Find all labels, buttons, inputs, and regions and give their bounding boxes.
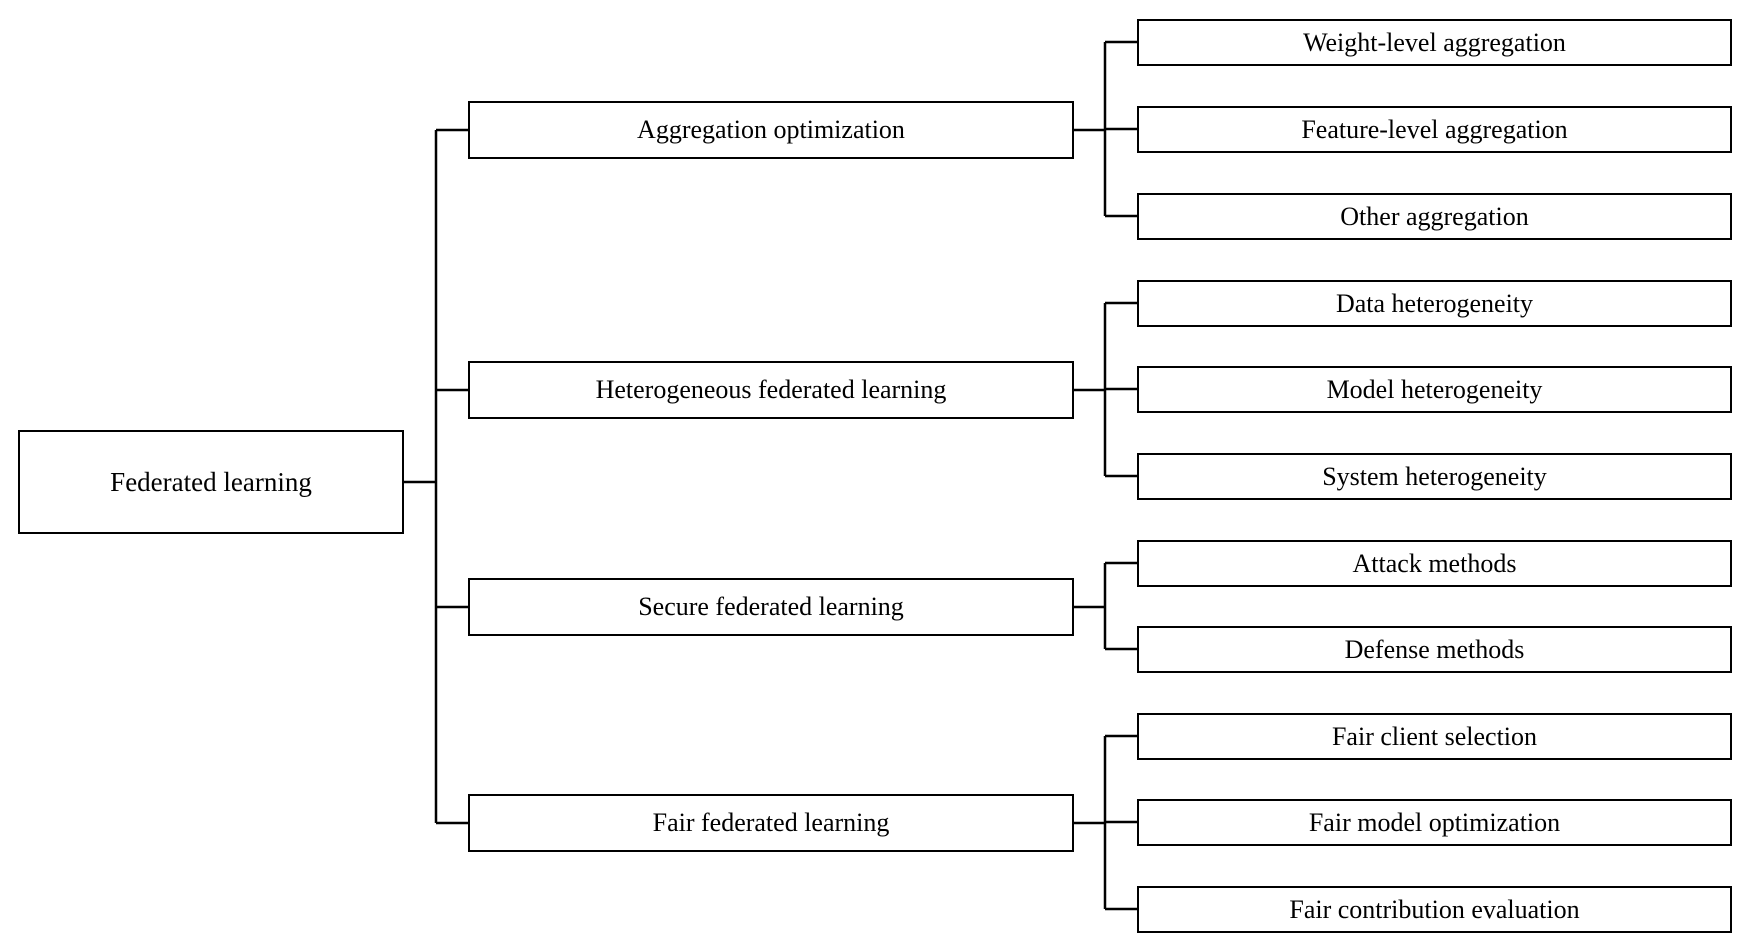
leaf-label: Feature-level aggregation xyxy=(1301,114,1568,144)
category-label: Aggregation optimization xyxy=(637,115,905,144)
leaf-label: Attack methods xyxy=(1352,548,1517,578)
leaf-node: Data heterogeneity xyxy=(1137,280,1732,327)
leaf-label: Weight-level aggregation xyxy=(1303,27,1566,57)
leaf-label: Fair client selection xyxy=(1331,721,1538,751)
category-node-aggregation: Aggregation optimization xyxy=(468,101,1074,159)
leaf-node: Fair client selection xyxy=(1137,713,1732,760)
leaf-node: Other aggregation xyxy=(1137,193,1732,240)
root-node: Federated learning xyxy=(18,430,404,534)
category-node-heterogeneous: Heterogeneous federated learning xyxy=(468,361,1074,419)
leaf-label: Defense methods xyxy=(1344,634,1525,664)
category-label: Secure federated learning xyxy=(638,592,904,621)
category-label: Fair federated learning xyxy=(652,808,890,837)
leaf-node: Defense methods xyxy=(1137,626,1732,673)
leaf-label: Model heterogeneity xyxy=(1326,374,1543,404)
root-label: Federated learning xyxy=(110,466,312,497)
leaf-node: Feature-level aggregation xyxy=(1137,106,1732,153)
leaf-label: Other aggregation xyxy=(1340,201,1529,231)
leaf-node: Weight-level aggregation xyxy=(1137,19,1732,66)
leaf-label: Fair contribution evaluation xyxy=(1289,894,1580,924)
leaf-label: System heterogeneity xyxy=(1322,461,1547,491)
leaf-label: Fair model optimization xyxy=(1308,807,1561,837)
leaf-node: System heterogeneity xyxy=(1137,453,1732,500)
leaf-node: Attack methods xyxy=(1137,540,1732,587)
leaf-node: Fair model optimization xyxy=(1137,799,1732,846)
leaf-node: Model heterogeneity xyxy=(1137,366,1732,413)
leaf-label: Data heterogeneity xyxy=(1335,288,1534,318)
leaf-node: Fair contribution evaluation xyxy=(1137,886,1732,933)
category-label: Heterogeneous federated learning xyxy=(595,375,947,404)
category-node-fair: Fair federated learning xyxy=(468,794,1074,852)
category-node-secure: Secure federated learning xyxy=(468,578,1074,636)
